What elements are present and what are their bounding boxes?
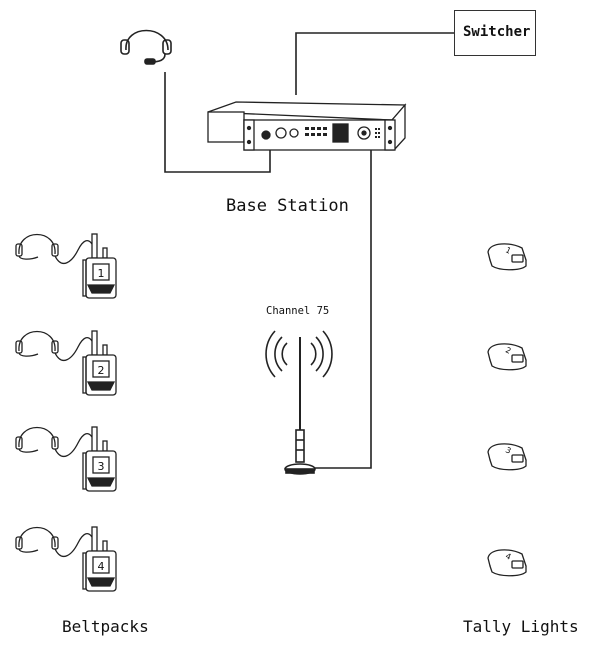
connection-lines bbox=[164, 32, 454, 469]
mic-boom bbox=[18, 548, 39, 553]
beltpack-screen bbox=[92, 263, 110, 281]
antenna-icon bbox=[265, 330, 333, 475]
tally-light-3: 3 bbox=[487, 443, 527, 471]
tally-light-lamp bbox=[511, 454, 524, 463]
antenna-channel-label: Channel 75 bbox=[266, 305, 330, 317]
beltpack-keypad bbox=[86, 284, 116, 294]
base-to-antenna-cable bbox=[312, 150, 372, 469]
beltpack-knob bbox=[102, 247, 108, 259]
beltpack-number: 1 bbox=[98, 267, 105, 280]
headset-icon bbox=[120, 29, 172, 65]
beltpack-antenna bbox=[91, 526, 98, 552]
beltpack-knob bbox=[102, 440, 108, 452]
headset-cable bbox=[54, 336, 93, 362]
belt-clip bbox=[82, 356, 87, 394]
tally-light-lamp bbox=[511, 254, 524, 263]
tally-light-2: 2 bbox=[487, 343, 527, 371]
beltpacks-label: Beltpacks bbox=[62, 617, 149, 636]
base-station-device bbox=[207, 101, 407, 151]
headset-cable bbox=[54, 239, 93, 265]
base-station-label: Base Station bbox=[226, 196, 349, 216]
beltpack-keypad bbox=[86, 577, 116, 587]
beltpack-antenna bbox=[91, 426, 98, 452]
mic-boom bbox=[18, 352, 39, 357]
beltpack-knob bbox=[102, 540, 108, 552]
tally-light-number: 2 bbox=[504, 345, 512, 355]
tally-lights-group: 1 2 3 4 bbox=[487, 243, 527, 577]
beltpack-3: 3 bbox=[15, 426, 117, 492]
tally-light-number: 1 bbox=[504, 245, 512, 255]
tally-light-4: 4 bbox=[487, 549, 527, 577]
tally-light-number: 3 bbox=[504, 445, 512, 455]
beltpack-keypad bbox=[86, 381, 116, 391]
beltpack-number: 3 bbox=[98, 460, 105, 473]
tally-light-number: 4 bbox=[504, 551, 512, 561]
beltpack-screen bbox=[92, 360, 110, 378]
tally-light-1: 1 bbox=[487, 243, 527, 271]
headset-cable bbox=[54, 432, 93, 458]
belt-clip bbox=[82, 552, 87, 590]
belt-clip bbox=[82, 452, 87, 490]
beltpack-knob bbox=[102, 344, 108, 356]
headset-icon bbox=[18, 330, 56, 352]
headset-cable bbox=[54, 532, 93, 558]
tally-light-lamp bbox=[511, 560, 524, 569]
belt-clip bbox=[82, 259, 87, 297]
headset-icon bbox=[18, 233, 56, 255]
switcher-box bbox=[454, 10, 536, 56]
beltpack-keypad bbox=[86, 477, 116, 487]
headset-icon bbox=[18, 526, 56, 548]
tally-lights-label: Tally Lights bbox=[463, 617, 579, 636]
beltpack-antenna bbox=[91, 330, 98, 356]
switcher-label: Switcher bbox=[463, 24, 531, 40]
headset-icon bbox=[18, 426, 56, 448]
beltpack-screen bbox=[92, 556, 110, 574]
mic-boom bbox=[18, 255, 39, 260]
beltpack-screen bbox=[92, 456, 110, 474]
beltpack-number: 4 bbox=[98, 560, 105, 573]
beltpack-antenna bbox=[91, 233, 98, 259]
tally-light-lamp bbox=[511, 354, 524, 363]
beltpacks-group: 1 2 3 4 bbox=[15, 233, 117, 592]
beltpack-1: 1 bbox=[15, 233, 117, 299]
beltpack-4: 4 bbox=[15, 526, 117, 592]
mic-boom bbox=[18, 448, 39, 453]
beltpack-number: 2 bbox=[98, 364, 105, 377]
headset-to-base-cable bbox=[164, 72, 271, 173]
beltpack-2: 2 bbox=[15, 330, 117, 396]
base-to-switcher-cable bbox=[295, 32, 454, 95]
